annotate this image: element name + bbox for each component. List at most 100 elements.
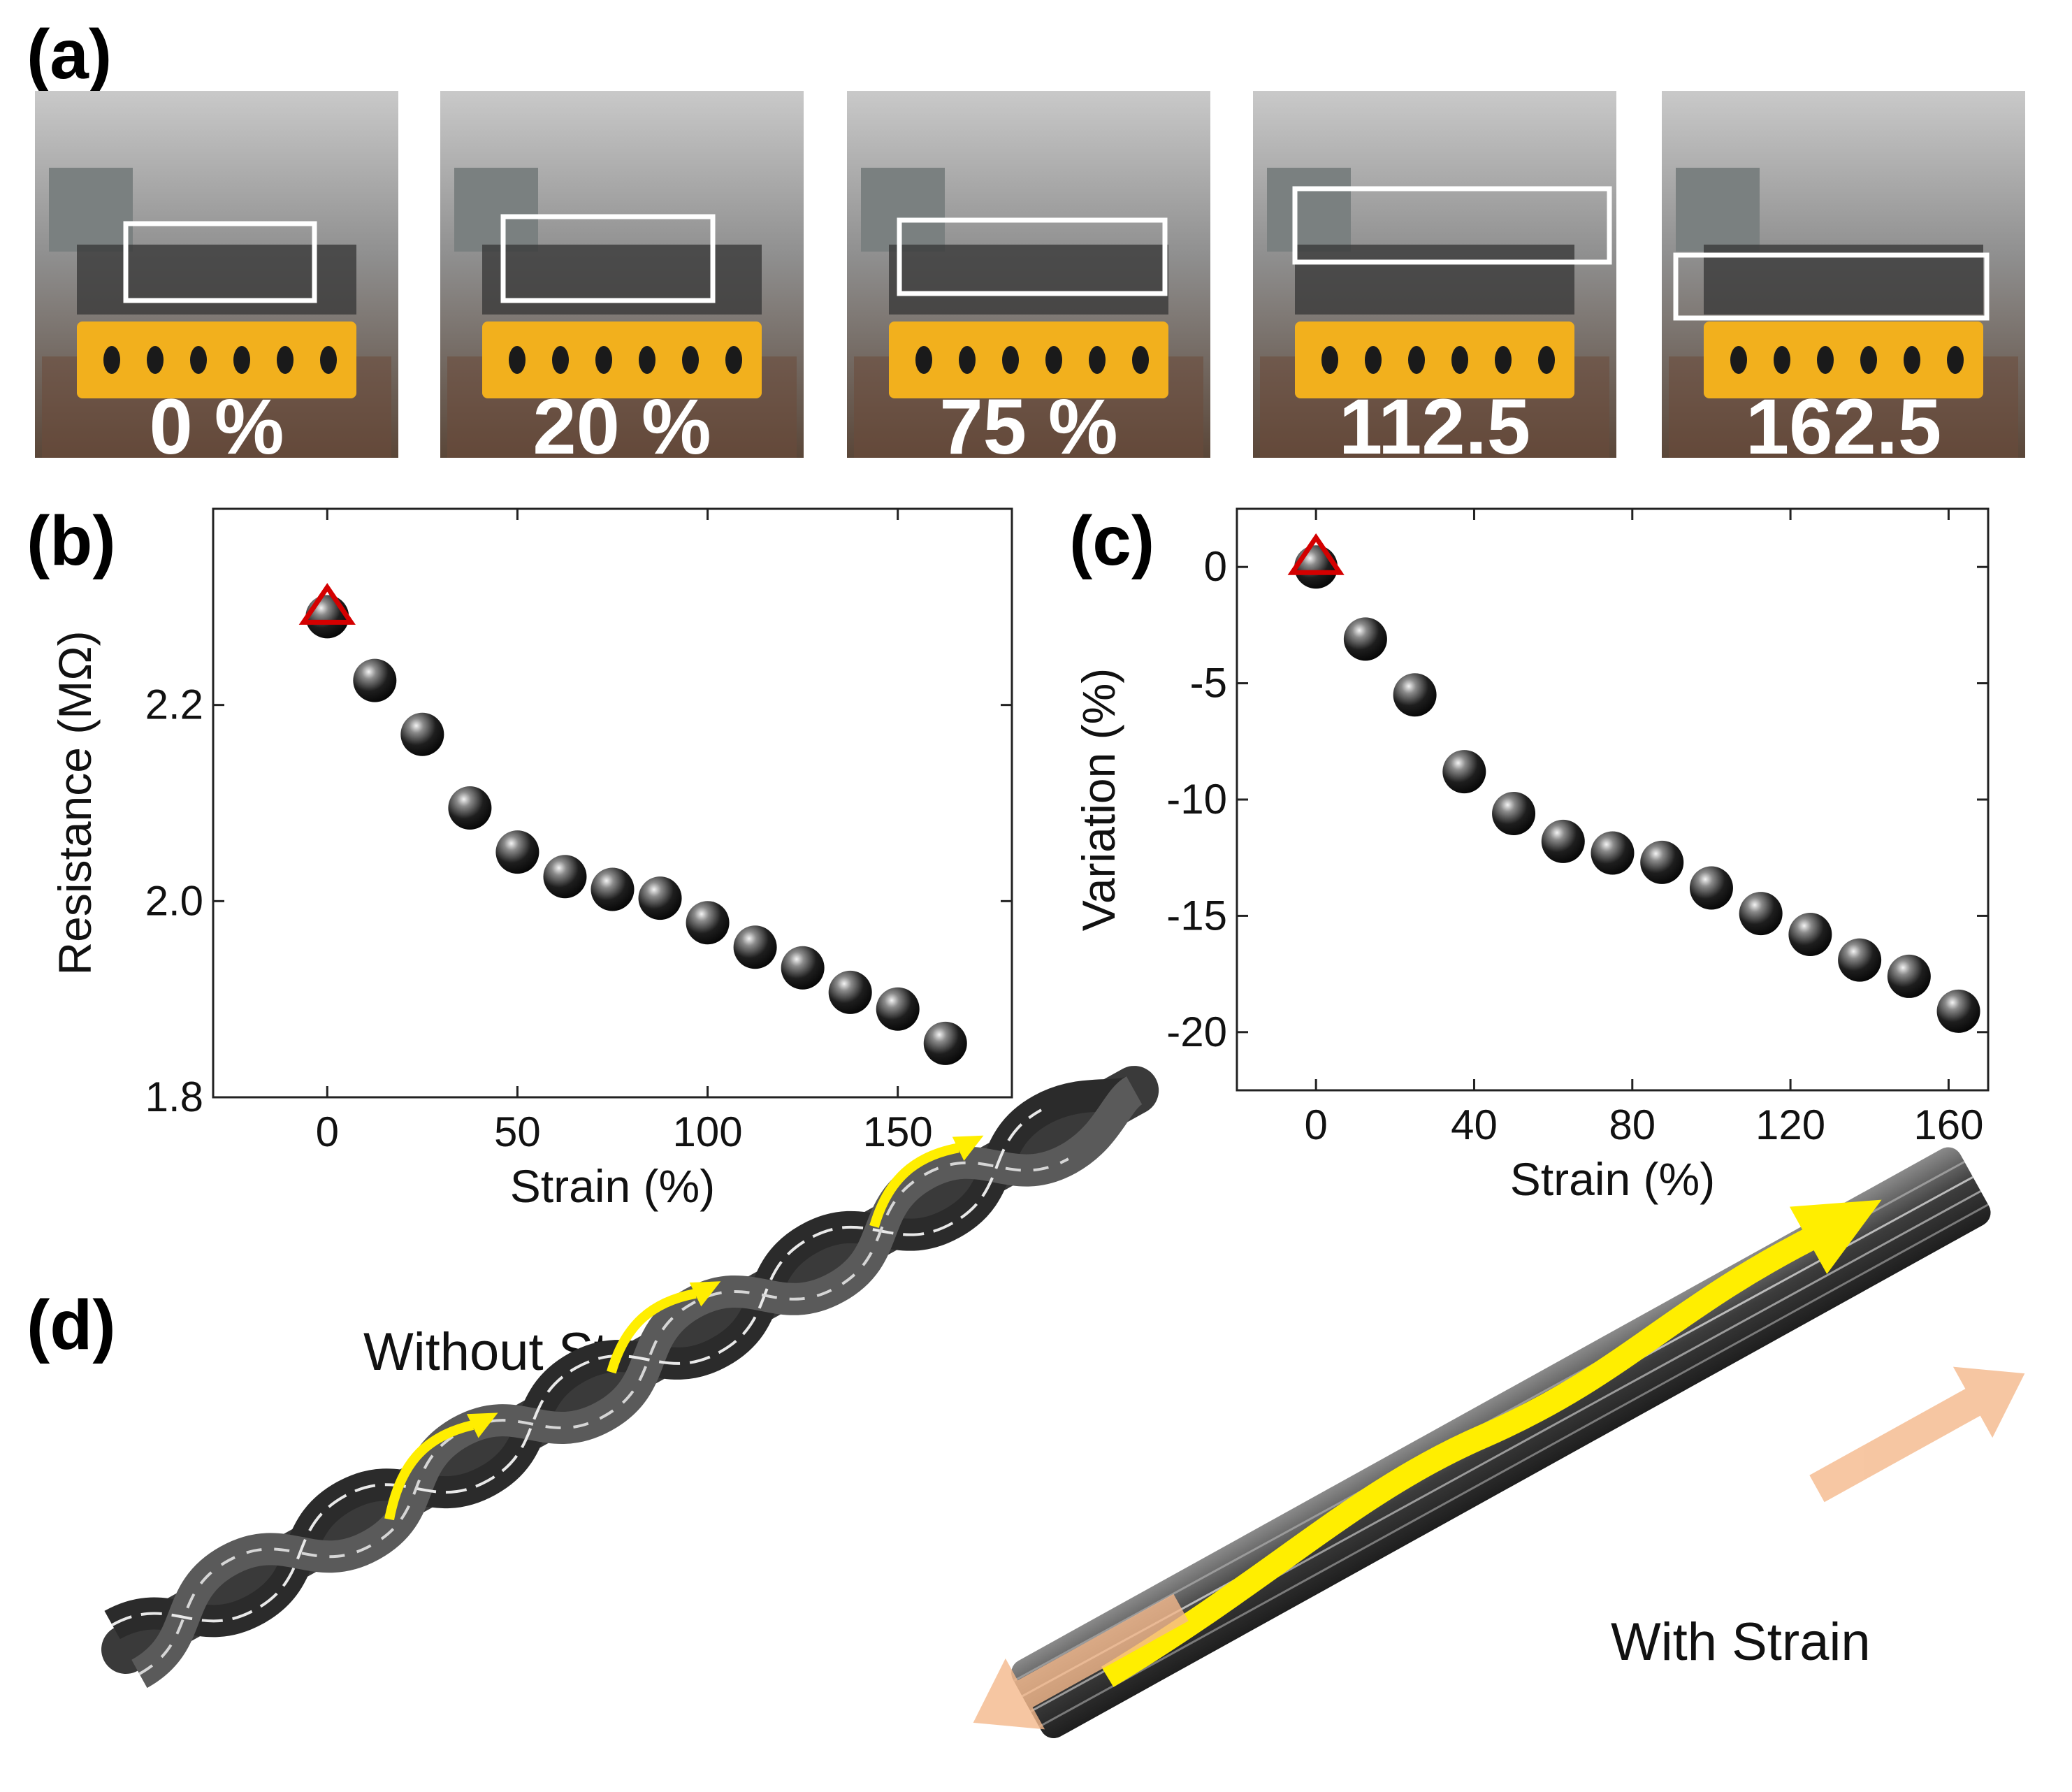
highlight-box [1292,186,1612,265]
x-axis-title: Strain (%) [510,1160,715,1212]
panel-label-c: (c) [1069,502,1154,580]
rack-hole [1947,346,1964,374]
rack-hole [147,346,164,374]
current-path-arrow [1101,1222,1826,1687]
x-tick-label: 50 [494,1108,541,1155]
current-path-arrow [869,1143,959,1228]
x-tick-label: 0 [316,1108,339,1155]
x-axis-title: Strain (%) [1510,1153,1715,1205]
data-point [1393,673,1437,717]
data-point [448,786,492,830]
y-tick-label: -15 [1166,892,1227,939]
current-path-arrow [607,1288,697,1374]
rack-hole [320,346,337,374]
rack-hole [1817,346,1834,374]
rack-hole [639,346,655,374]
highlight-box [500,214,716,303]
rack-hole [595,346,612,374]
data-point [828,970,872,1014]
first-point-triangle [1287,533,1345,575]
rack-hole [1132,346,1149,374]
rack-hole [1730,346,1747,374]
data-point [1492,791,1536,835]
rack-hole [552,346,569,374]
first-point-triangle [298,583,356,625]
rack-hole [1002,346,1019,374]
y-tick-label: 2.0 [145,877,203,924]
yellow-gear-rack [889,321,1168,398]
current-path-arrowhead [466,1412,498,1438]
strain-label: 0 % [150,383,284,470]
data-point [353,658,397,702]
data-point [305,595,349,639]
y-tick-label: -5 [1190,660,1227,707]
force-arrow-head [1953,1366,2025,1438]
yellow-gear-rack [1704,321,1983,398]
strain-label: 20 % [533,383,711,470]
current-path-arrowhead [1789,1199,1882,1274]
rack-hole [959,346,976,374]
strain-label: 162.5 [1746,383,1941,470]
gear-block [1676,168,1760,252]
force-arrow-head [973,1658,1045,1730]
x-tick-label: 160 [1913,1101,1983,1148]
gear-block [454,168,538,252]
x-tick-label: 120 [1755,1101,1825,1148]
x-tick-label: 100 [673,1108,743,1155]
data-point [1689,866,1733,910]
data-point [400,712,444,756]
plot-frame [212,507,1013,1099]
y-tick-label: 0 [1204,543,1227,590]
highlight-box [123,221,317,303]
data-point [1442,750,1486,794]
panel-label-d: (d) [27,1286,116,1364]
rack-hole [1408,346,1425,374]
current-path-arrowhead [952,1135,984,1161]
force-arrow-shaft [1809,1387,1984,1503]
gear-block [1267,168,1351,252]
strain-photo: 162.5 [1662,91,2025,470]
force-arrow-left [973,1594,1189,1730]
rack-hole [1321,346,1338,374]
data-point [1640,840,1684,884]
data-point [1788,913,1832,957]
rack-hole [103,346,120,374]
y-tick-label: -20 [1166,1009,1227,1055]
rack-hole [1089,346,1106,374]
highlight-box [897,217,1168,296]
rack-hole [915,346,932,374]
gear-block [49,168,133,252]
data-point [495,830,539,874]
clamp-plate [1295,245,1574,315]
x-tick-label: 80 [1609,1101,1656,1148]
strain-label: 112.5 [1339,383,1530,470]
strain-photo: 20 % [440,91,804,470]
yarn-fiber [1038,1204,1989,1728]
rack-hole [1451,346,1468,374]
data-point [686,901,730,945]
rack-hole [277,346,294,374]
data-point [1591,831,1635,875]
x-tick-label: 150 [863,1108,933,1155]
data-point [1294,545,1338,589]
data-point [733,925,777,969]
data-point [923,1021,967,1065]
data-point [876,987,920,1031]
rack-hole [509,346,526,374]
rack-hole [1045,346,1062,374]
plot-frame [1236,507,1990,1092]
x-tick-label: 0 [1304,1101,1327,1148]
y-axis-title: Variation (%) [1073,668,1124,932]
twisted-yarn-relaxed [101,1066,1159,1689]
strain-photo: 112.5 [1253,91,1616,470]
current-path-arrow [384,1420,474,1521]
rack-hole [725,346,742,374]
data-point [781,946,825,990]
data-point [591,867,635,911]
clamp-plate [482,245,762,315]
rack-hole [1860,346,1877,374]
data-point [1343,617,1387,661]
